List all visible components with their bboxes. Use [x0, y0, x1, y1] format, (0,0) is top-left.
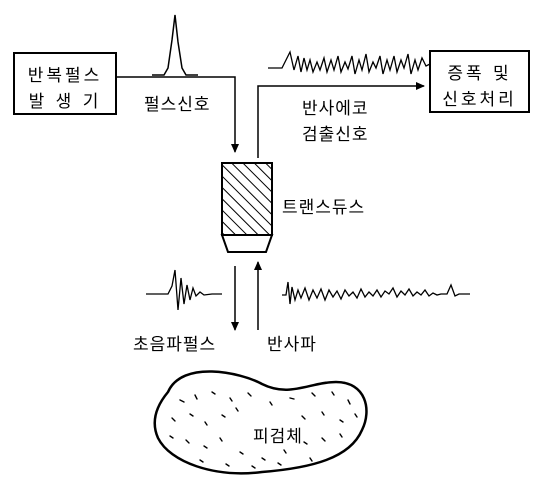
amplifier-box: 증폭 및 신호처리 — [429, 50, 530, 113]
pulse-signal-path — [115, 76, 239, 153]
ultrasonic-pulse-label: 초음파펄스 — [133, 335, 217, 355]
pulse-generator-label-line2: 발 생 기 — [28, 92, 102, 112]
echo-signal-path — [257, 82, 425, 158]
pulse-generator-label-line1: 반복펄스 — [27, 66, 103, 86]
transducer-label: 트랜스듀스 — [282, 198, 366, 218]
echo-detect-label-line1: 반사에코 — [302, 99, 369, 119]
pulse-signal-label: 펄스신호 — [144, 95, 211, 115]
amplifier-label-line1: 증폭 및 — [447, 64, 512, 84]
pulse-generator-box: 반복펄스 발 생 기 — [13, 52, 117, 115]
pulse-waveform — [152, 14, 198, 76]
transducer — [221, 162, 273, 236]
specimen-body — [153, 370, 368, 475]
reflected-wave-label: 반사파 — [267, 335, 317, 355]
amplifier-label-line2: 신호처리 — [442, 90, 517, 110]
reflected-waveform — [282, 281, 470, 305]
transducer-tip — [220, 234, 274, 253]
specimen-label: 피검체 — [253, 427, 303, 447]
echo-detect-waveform — [268, 50, 431, 75]
echo-detect-label-line2: 검출신호 — [302, 125, 369, 145]
specimen-texture — [169, 391, 358, 469]
ultrasonic-pulse-waveform — [146, 269, 222, 311]
